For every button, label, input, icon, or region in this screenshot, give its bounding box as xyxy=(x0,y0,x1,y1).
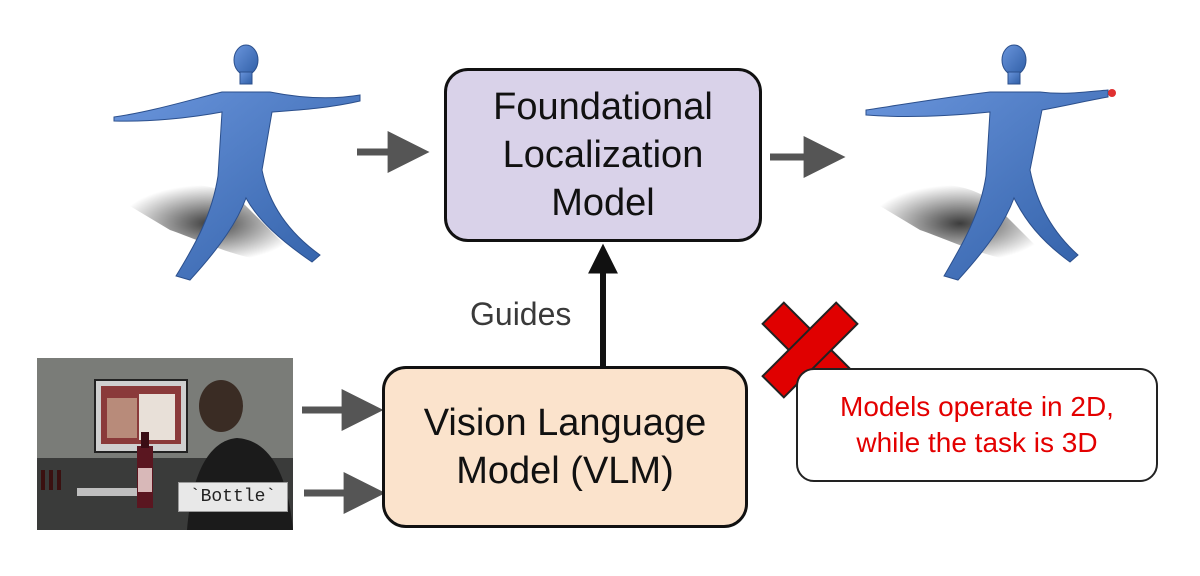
output-mesh-icon xyxy=(865,44,1116,281)
guides-label: Guides xyxy=(470,296,572,332)
limitation-note-box: Models operate in 2D, while the task is … xyxy=(796,368,1158,482)
foundational-localization-model-box: Foundational Localization Model xyxy=(444,68,762,242)
flm-line-1: Foundational xyxy=(493,86,713,128)
note-line-2: while the task is 3D xyxy=(856,427,1098,458)
flm-line-3: Model xyxy=(551,182,655,224)
vlm-line-2: Model (VLM) xyxy=(456,450,674,492)
vision-language-model-box: Vision Language Model (VLM) xyxy=(382,366,748,528)
input-mesh-icon xyxy=(113,44,361,281)
highlighted-hand-marker xyxy=(1108,89,1116,97)
text-prompt-tag: `Bottle` xyxy=(178,482,288,512)
note-line-1: Models operate in 2D, xyxy=(840,391,1114,422)
input-photo xyxy=(37,358,293,530)
flm-line-2: Localization xyxy=(502,134,704,176)
vlm-line-1: Vision Language xyxy=(423,402,707,444)
